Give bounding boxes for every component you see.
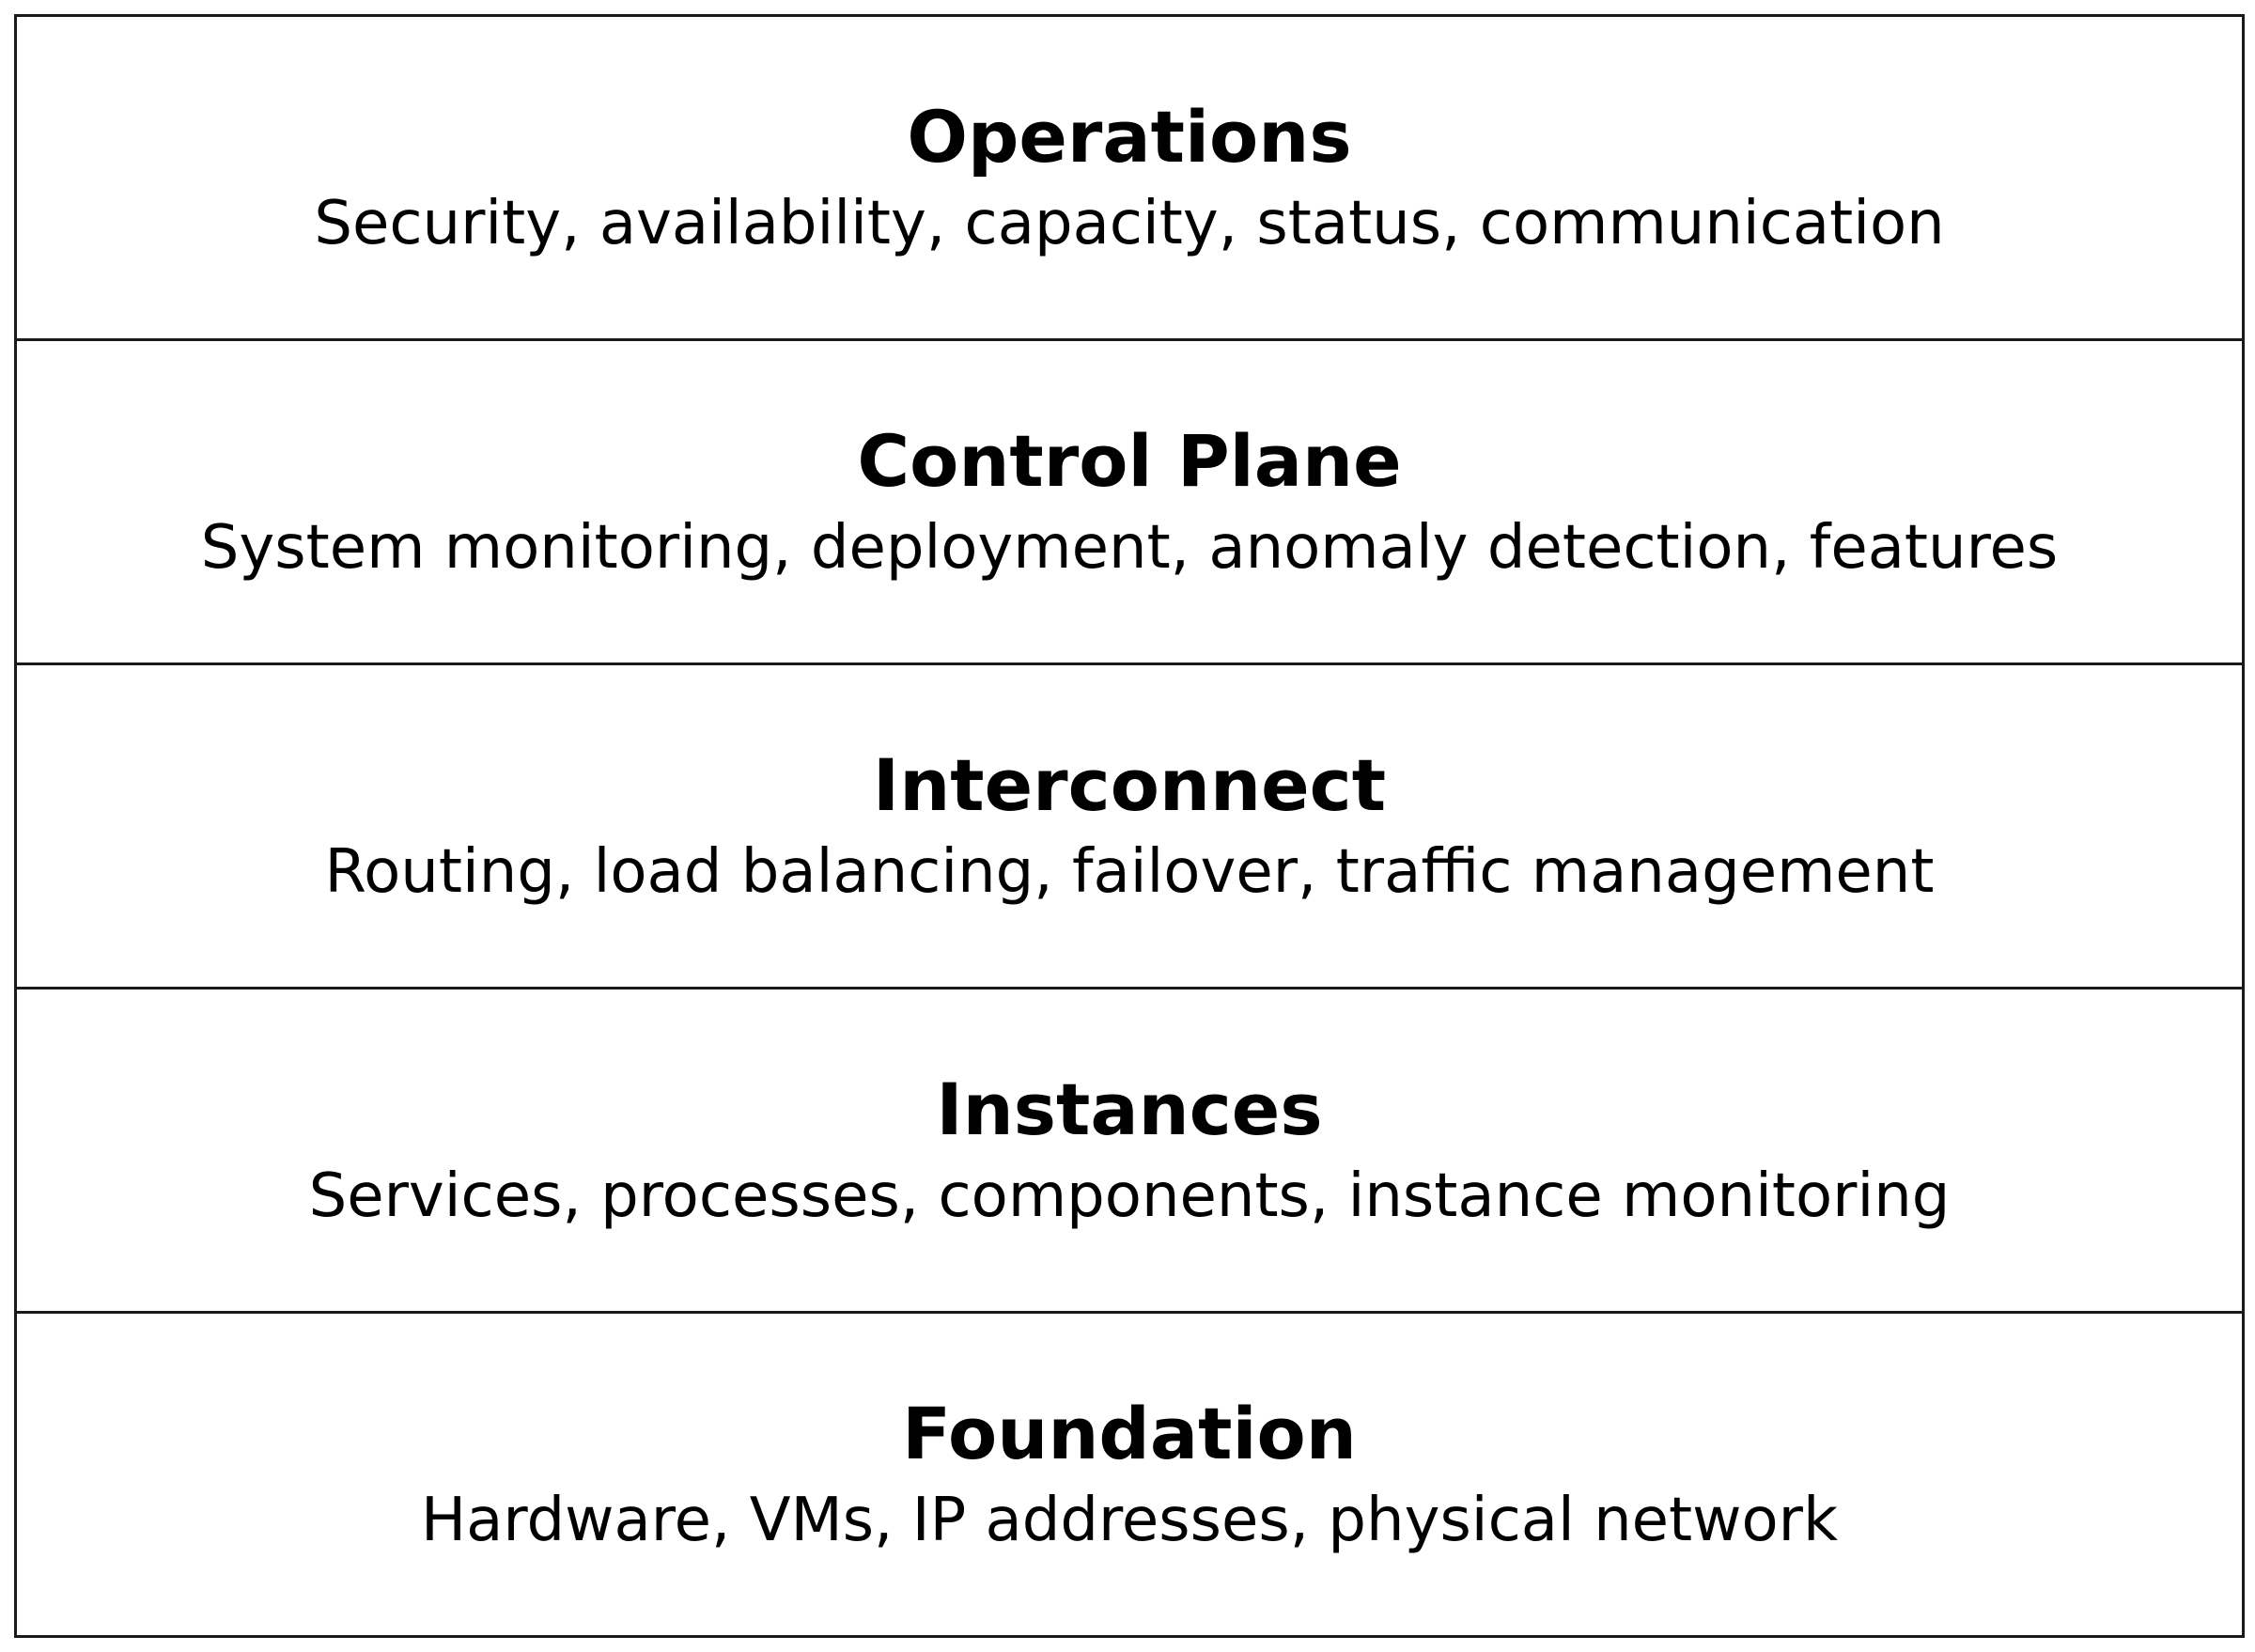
layer-control-plane: Control Plane System monitoring, deploym… xyxy=(17,338,2242,662)
layer-description: Routing, load balancing, failover, traff… xyxy=(324,836,1935,907)
layer-description: Hardware, VMs, IP addresses, physical ne… xyxy=(421,1485,1838,1555)
layer-description: Services, processes, components, instanc… xyxy=(308,1161,1951,1231)
layer-title: Instances xyxy=(936,1068,1323,1152)
layer-description: System monitoring, deployment, anomaly d… xyxy=(200,512,2059,583)
layer-title: Interconnect xyxy=(872,743,1387,828)
layer-title: Foundation xyxy=(902,1392,1357,1476)
layer-title: Control Plane xyxy=(857,419,1402,504)
layer-title: Operations xyxy=(907,95,1352,179)
layer-operations: Operations Security, availability, capac… xyxy=(17,17,2242,338)
layer-stack-diagram: Operations Security, availability, capac… xyxy=(14,14,2245,1638)
layer-description: Security, availability, capacity, status… xyxy=(314,188,1945,258)
layer-interconnect: Interconnect Routing, load balancing, fa… xyxy=(17,662,2242,987)
layer-instances: Instances Services, processes, component… xyxy=(17,987,2242,1311)
layer-foundation: Foundation Hardware, VMs, IP addresses, … xyxy=(17,1311,2242,1635)
